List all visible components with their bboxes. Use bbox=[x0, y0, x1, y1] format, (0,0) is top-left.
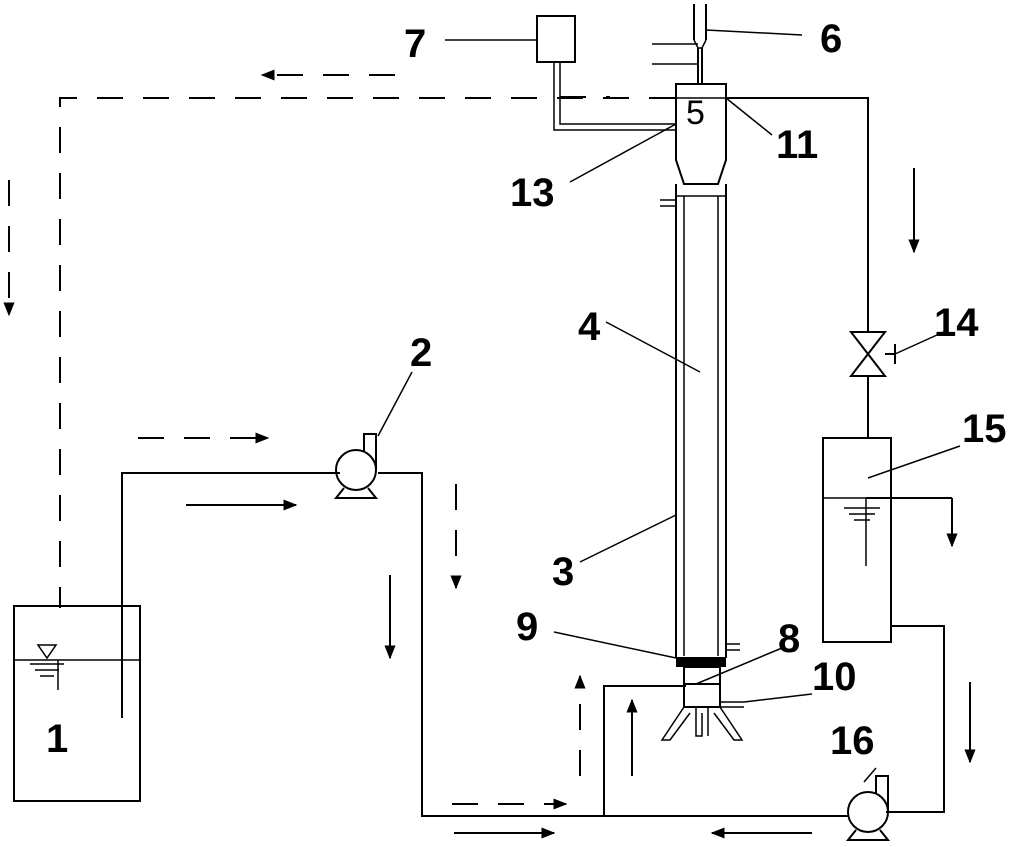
label-side-port: 10 bbox=[812, 655, 857, 699]
label-top-unit: 5 bbox=[686, 94, 705, 132]
recycle-pump bbox=[845, 775, 891, 841]
label-collection-tank: 15 bbox=[962, 407, 1007, 451]
label-tank-feed: 1 bbox=[46, 717, 68, 761]
label-bottom-chamber: 8 bbox=[778, 617, 800, 661]
leader-lines bbox=[377, 29, 961, 783]
label-recycle-pump: 16 bbox=[830, 719, 875, 763]
label-inner-tube: 4 bbox=[578, 305, 601, 349]
component-labels: 1 2 3 4 5 6 7 8 9 10 11 13 14 15 16 bbox=[46, 17, 1007, 763]
collection-tank bbox=[822, 437, 945, 813]
feed-pipe bbox=[121, 472, 848, 817]
label-top-port-right: 11 bbox=[776, 123, 818, 167]
label-valve: 14 bbox=[934, 301, 979, 345]
feed-pump bbox=[333, 433, 379, 499]
label-outer-tube: 3 bbox=[552, 550, 574, 594]
label-top-box: 7 bbox=[404, 22, 426, 66]
label-top-pipe: 6 bbox=[820, 17, 842, 61]
label-top-port-left: 13 bbox=[510, 171, 555, 215]
valve bbox=[848, 331, 896, 377]
top-box bbox=[536, 15, 676, 131]
label-support-plate: 9 bbox=[516, 605, 538, 649]
reactor-column bbox=[652, 4, 744, 741]
overflow-line bbox=[726, 97, 869, 438]
label-pump-feed: 2 bbox=[410, 331, 432, 375]
feed-tank bbox=[13, 605, 141, 802]
dashed-return-path bbox=[59, 96, 675, 608]
flow-arrows bbox=[3, 69, 976, 839]
